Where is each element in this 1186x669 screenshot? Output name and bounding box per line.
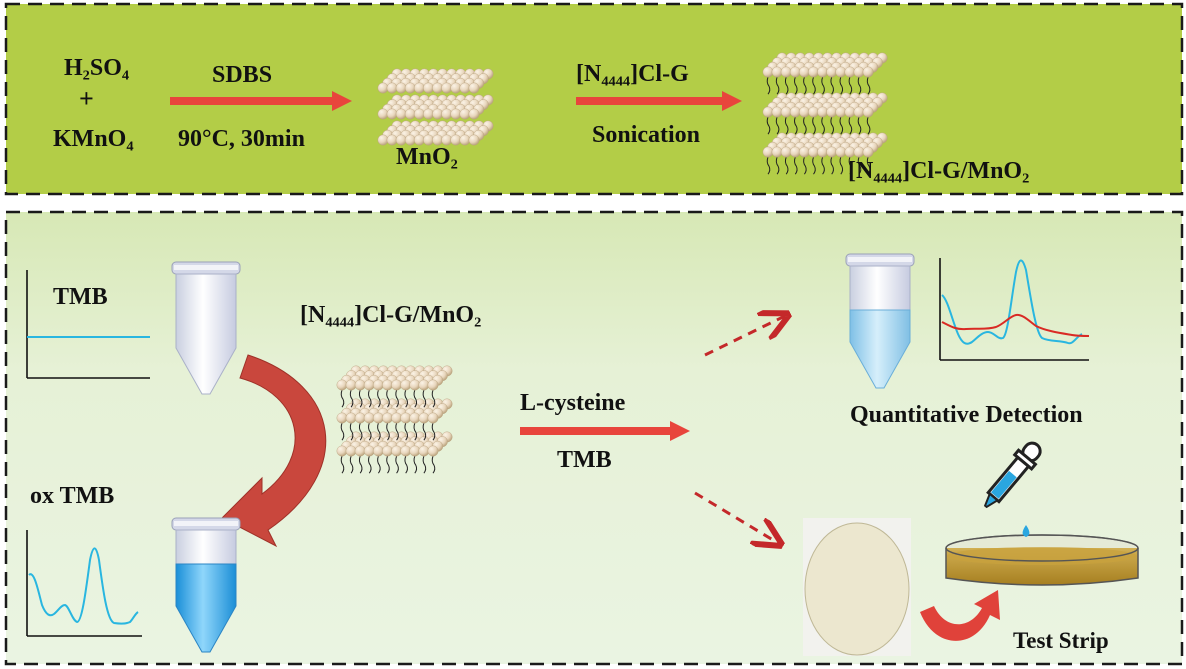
product-label: [N₄₄₄₄]Cl-G/MnO₂ [848, 158, 1029, 184]
nanozyme-nanosheets [336, 365, 453, 474]
arrow-bottom-label: TMB [557, 447, 612, 473]
strip-curved-arrow [920, 590, 1000, 641]
quantitative-plot [939, 258, 1090, 361]
step1-condition: 90°C, 30min [178, 126, 305, 152]
intermediate-mno2: MnO₂ [396, 144, 458, 170]
reactant-h2so4: H₂SO₄ [64, 55, 129, 81]
ox-tmb-label: ox TMB [30, 483, 114, 509]
droplet-icon [1022, 525, 1030, 537]
step2-arrow [576, 91, 742, 111]
nanozyme-label: [N₄₄₄₄]Cl-G/MnO₂ [300, 302, 481, 328]
oxidation-curved-arrow [221, 354, 327, 548]
step2-condition: Sonication [592, 122, 700, 148]
tmb-label: TMB [53, 284, 108, 310]
tmb-plot [26, 270, 150, 379]
reactant-kmno4: KMnO₄ [53, 126, 134, 152]
dashed-arrow-to-strip [694, 491, 778, 543]
dropper-icon [983, 441, 1042, 509]
filter-paper [803, 518, 911, 656]
step1-reagent: SDBS [212, 62, 272, 88]
step1-arrow [170, 91, 352, 111]
ox-tmb-plot [26, 530, 142, 637]
mno2-nanosheets [377, 68, 494, 146]
tmb-tube [171, 261, 241, 395]
ox-tmb-spectrum [28, 547, 139, 625]
arrow-top-label: L-cysteine [520, 390, 626, 416]
ox-tmb-tube [171, 517, 241, 653]
test-strip-label: Test Strip [1013, 628, 1109, 653]
plus-sign: + [79, 84, 94, 113]
quantitative-label: Quantitative Detection [850, 402, 1083, 428]
detection-arrow [520, 421, 690, 441]
petri-dish [945, 534, 1139, 586]
step2-reagent: [N₄₄₄₄]Cl-G [576, 61, 689, 87]
product-nanosheets [762, 52, 888, 175]
quantitative-tube [845, 253, 915, 389]
quantitative-red-spectrum [941, 313, 1090, 337]
quantitative-blue-spectrum [941, 259, 1083, 345]
